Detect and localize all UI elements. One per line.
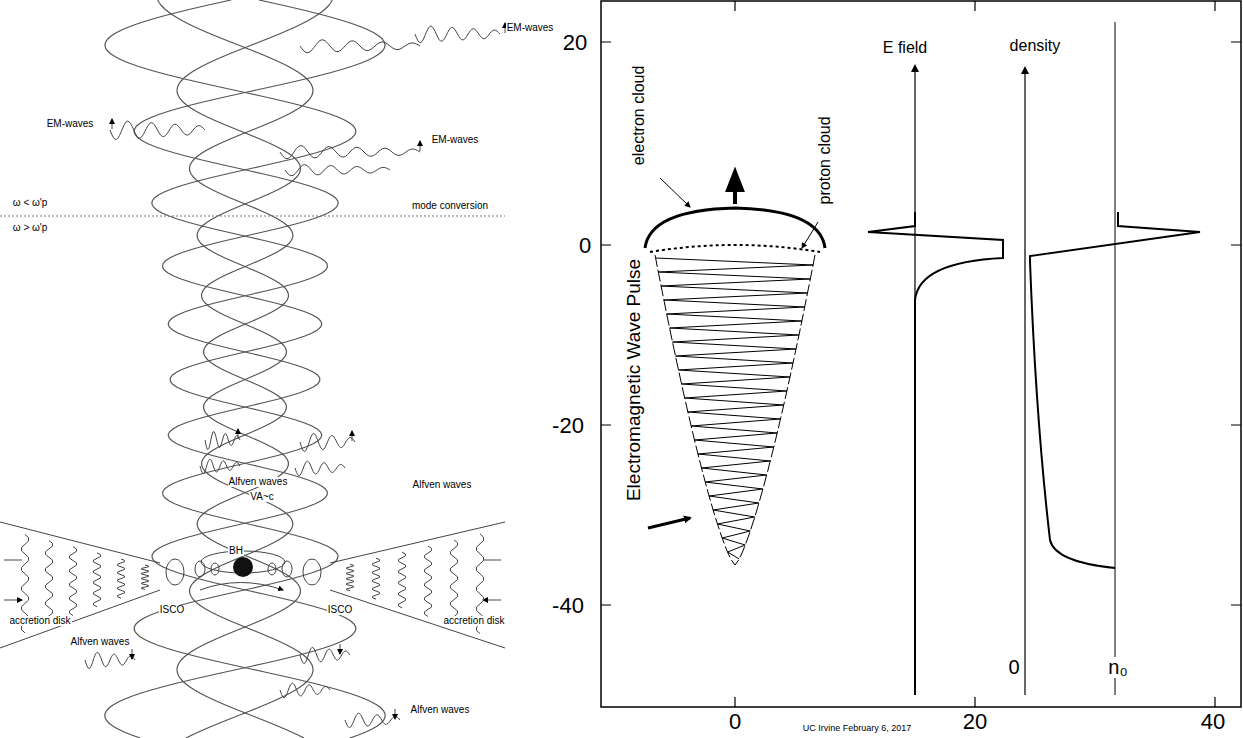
- inflow-arrow: [483, 560, 501, 600]
- pointer-arrow: [648, 518, 690, 528]
- annotation-label: accretion disk: [8, 616, 71, 627]
- annotation-label: accretion disk: [442, 616, 505, 627]
- annotation-label: E field: [882, 40, 928, 57]
- wave-packet: [345, 713, 400, 727]
- disk-ripple: [94, 553, 101, 607]
- disk-ripple: [451, 540, 458, 625]
- annotation-label: ISCO: [327, 605, 353, 616]
- disk-edge: [0, 522, 160, 648]
- helix-strand: [134, 0, 385, 738]
- orbit-loop: [282, 561, 292, 577]
- density-axis: [1024, 68, 1025, 695]
- y-ticks: [601, 42, 611, 605]
- disk-ripple: [425, 546, 432, 617]
- disk-ripple: [118, 559, 125, 598]
- wave-packet: [300, 40, 420, 53]
- annotation-label: EM-waves: [431, 135, 480, 146]
- proton-cloud: [650, 245, 820, 252]
- annotation-label: mode conversion: [411, 201, 489, 212]
- wave-packet: [200, 459, 240, 473]
- axis-label: -40: [551, 594, 585, 617]
- disk-ripple: [70, 547, 77, 616]
- helix-strand: [177, 0, 332, 738]
- annotation-label: Alfven waves: [228, 477, 289, 488]
- annotation-label: EM-waves: [506, 23, 555, 34]
- propagation-arrow: [238, 429, 239, 439]
- field-helix: [105, 0, 385, 738]
- annotation-label: UC Irvine February 6, 2017: [802, 724, 913, 733]
- electron-cloud: [645, 208, 825, 248]
- annotation-label: VA~c: [249, 492, 274, 503]
- annotation-label: EM-waves: [46, 119, 95, 130]
- wave-packets: [85, 23, 505, 728]
- axis-label: 20: [962, 710, 988, 733]
- propagation-arrow: [352, 431, 353, 441]
- propagation-arrow: [420, 141, 421, 151]
- leader-line: [802, 222, 818, 248]
- propagation-arrow: [132, 649, 133, 659]
- rotated-label: proton cloud: [817, 115, 834, 205]
- wave-oscillation: [656, 258, 814, 559]
- x-ticks: [735, 697, 1215, 707]
- mode-conversion-line: [0, 215, 505, 216]
- annotation-label: Alfven waves: [70, 637, 131, 648]
- helix-strand: [105, 0, 356, 738]
- annotation-label: BH: [228, 546, 244, 557]
- annotation-label: ω < ω'p: [12, 198, 48, 209]
- x-ticks: [735, 1, 1215, 11]
- wave-packet: [295, 461, 345, 475]
- annotation-label: ω > ω'p: [12, 223, 48, 234]
- wave-packet: [415, 26, 500, 43]
- helix-strand: [158, 0, 313, 738]
- disk-ripple: [399, 552, 406, 608]
- wave-packet: [110, 121, 205, 139]
- wave-packet: [300, 647, 350, 663]
- wave-pulse-cone: [655, 255, 815, 565]
- propagation-arrow: [112, 119, 113, 129]
- density-curve: [1030, 212, 1200, 568]
- axis-label: 40: [1200, 710, 1226, 733]
- rotated-label: electron cloud: [632, 64, 649, 166]
- axis-label: 0: [728, 710, 742, 733]
- inflow-arrow: [4, 560, 22, 600]
- wave-packet: [205, 432, 240, 450]
- annotation-label: density: [1009, 38, 1062, 55]
- axis-label: 20: [562, 31, 588, 54]
- plot-frame: [601, 1, 1241, 707]
- motion-arrow: [728, 172, 742, 204]
- orbit-arrow: [200, 583, 283, 591]
- rotated-label: Electromagnetic Wave Pulse: [624, 258, 644, 502]
- disk-ripple: [347, 564, 354, 590]
- axis-label: 0: [1007, 657, 1020, 678]
- leader-line: [660, 178, 690, 207]
- wave-packet: [85, 652, 135, 668]
- wave-packet: [285, 165, 390, 176]
- axis-label: n₀: [1107, 657, 1128, 678]
- wave-packet: [280, 146, 420, 159]
- axis-label: 0: [578, 234, 592, 257]
- wave-packet: [280, 683, 330, 697]
- annotation-label: Alfven waves: [412, 480, 473, 491]
- y-ticks: [1231, 42, 1241, 605]
- accretion-disk: [0, 522, 505, 648]
- wave-packet: [300, 434, 355, 452]
- axis-ticks: [601, 1, 1241, 707]
- disk-ripple: [373, 558, 380, 599]
- efield-curve: [868, 212, 1003, 695]
- disk-edge: [330, 522, 505, 648]
- axis-label: -20: [551, 414, 585, 437]
- annotation-label: Alfven waves: [410, 705, 471, 716]
- n0-line: [1115, 22, 1116, 695]
- isco-loop: [166, 559, 184, 585]
- disk-ripple: [142, 565, 149, 589]
- propagation-arrow: [395, 709, 396, 719]
- orbit-loop: [195, 561, 205, 577]
- isco-loop: [303, 559, 321, 585]
- black-hole: [233, 557, 253, 577]
- annotation-label: ISCO: [159, 605, 185, 616]
- disk-ripple: [46, 541, 53, 625]
- propagation-arrow: [340, 644, 341, 654]
